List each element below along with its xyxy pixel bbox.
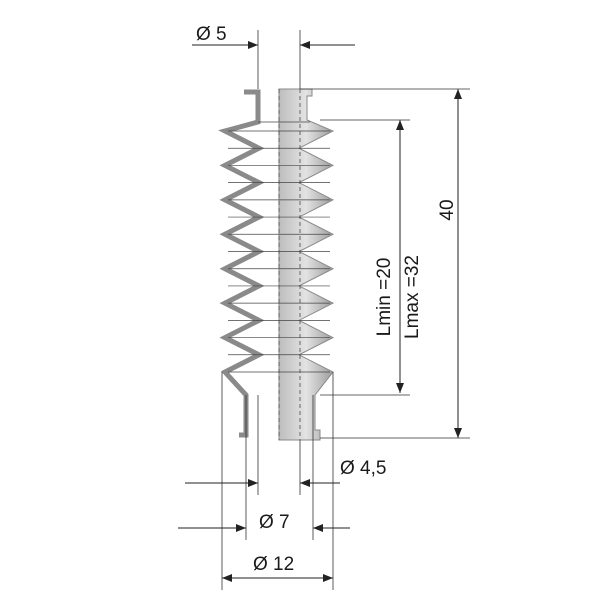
dim-bottom-inner-diameter: Ø 4,5 bbox=[340, 458, 386, 479]
right-half-section bbox=[278, 88, 335, 441]
left-half-wall bbox=[218, 89, 265, 438]
dim-lmin: Lmin =20 bbox=[374, 258, 395, 337]
extension-lines bbox=[221, 30, 470, 590]
dim-overall-length: 40 bbox=[437, 199, 458, 220]
dim-top-inner-diameter: Ø 5 bbox=[196, 24, 227, 45]
dimension-lines bbox=[178, 41, 462, 582]
dim-neck-diameter: Ø 7 bbox=[259, 512, 290, 533]
dim-outer-diameter: Ø 12 bbox=[253, 554, 294, 575]
bellows-body bbox=[218, 88, 335, 441]
dim-lmax: Lmax =32 bbox=[402, 255, 423, 339]
